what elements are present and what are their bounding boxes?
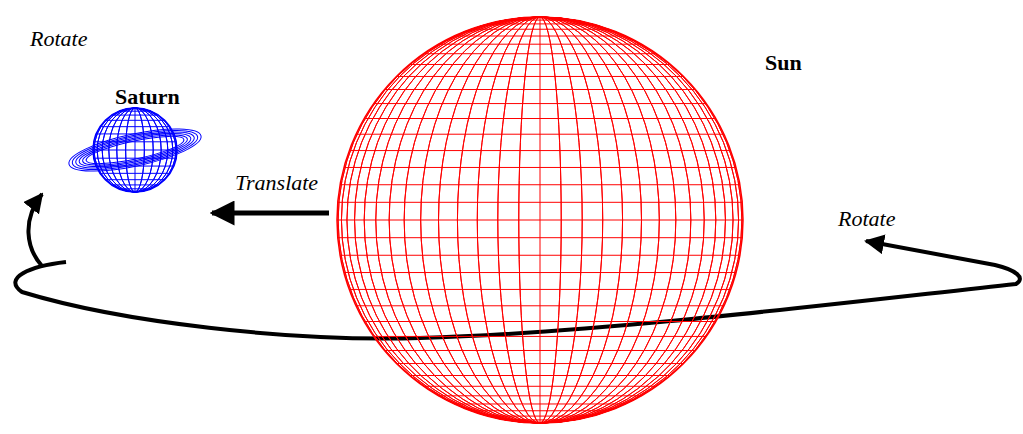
planet-saturn: Saturn [65,80,210,195]
translate-arrow [212,211,329,216]
edge-label: Translate [235,170,318,195]
star-sun: Sun [335,14,745,426]
spin-arrow [28,194,42,266]
planet-name: Saturn [115,84,180,109]
orbit-arrow [15,241,1020,339]
rotate-label: Rotate [30,26,87,51]
rotate-label: Rotate [838,206,895,231]
wireframe-sphere [335,14,745,426]
star-name: Sun [765,50,802,75]
